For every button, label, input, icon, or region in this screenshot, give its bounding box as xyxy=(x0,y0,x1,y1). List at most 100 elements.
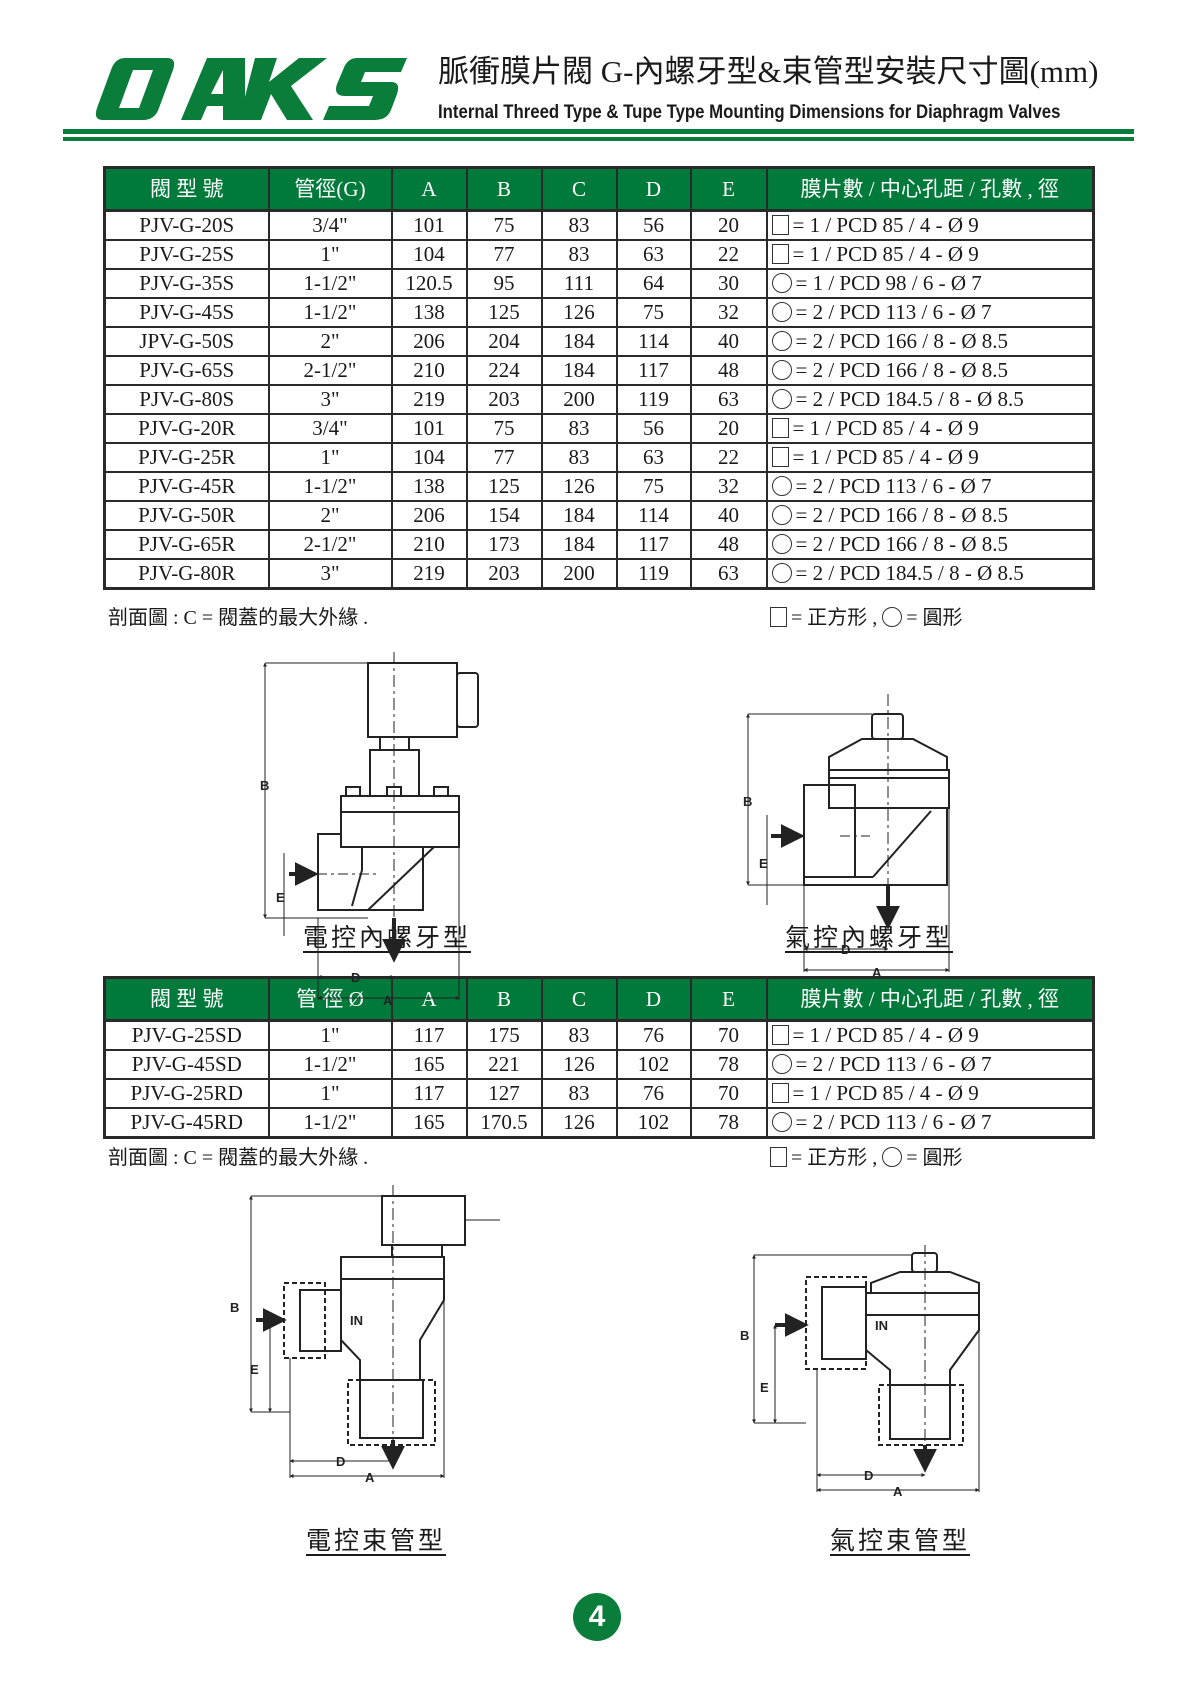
column-header-diaphragm-spec: 膜片數 / 中心孔距 / 孔數 , 徑 xyxy=(765,166,1095,212)
cell-dim-b: 224 xyxy=(465,355,543,386)
cell-pipe-size: 3" xyxy=(267,558,393,590)
column-header-dim-d: D xyxy=(615,166,692,212)
column-header-dim-b: B xyxy=(465,166,543,212)
dim-label-e: E xyxy=(276,890,285,905)
cell-dim-a: 101 xyxy=(390,413,468,444)
cell-diaphragm-spec: = 2 / PCD 113 / 6 - Ø 7 xyxy=(765,297,1095,328)
spec-text: = 2 / PCD 166 / 8 - Ø 8.5 xyxy=(795,503,1009,527)
square-icon xyxy=(771,447,789,467)
dim-label-b: B xyxy=(260,778,269,793)
cell-dim-e: 22 xyxy=(689,239,768,270)
dim-label-a: A xyxy=(872,965,882,980)
column-header-model: 閥 型 號 xyxy=(103,976,270,1022)
cell-model: JPV-G-50S xyxy=(103,326,270,357)
spec-text: = 1 / PCD 85 / 4 - Ø 9 xyxy=(792,213,979,237)
circle-icon xyxy=(771,563,792,583)
legend-circle-label: = 圓形 xyxy=(906,607,963,629)
cell-dim-b: 154 xyxy=(465,500,543,531)
dim-label-d: D xyxy=(841,942,850,957)
cell-dim-c: 126 xyxy=(540,297,618,328)
cell-pipe-size: 1-1/2" xyxy=(267,268,393,299)
square-icon xyxy=(771,1025,789,1045)
cell-dim-b: 203 xyxy=(465,384,543,415)
cell-dim-d: 117 xyxy=(615,355,692,386)
cell-dim-d: 64 xyxy=(615,268,692,299)
cell-pipe-size: 3/4" xyxy=(267,413,393,444)
cell-dim-b: 173 xyxy=(465,529,543,560)
spec-text: = 1 / PCD 85 / 4 - Ø 9 xyxy=(792,445,979,469)
section-note: 剖面圖 : C = 閥蓋的最大外緣 . xyxy=(108,1147,369,1169)
cell-dim-d: 75 xyxy=(615,297,692,328)
cell-dim-a: 120.5 xyxy=(390,268,468,299)
cell-dim-e: 63 xyxy=(689,384,768,415)
spec-text: = 2 / PCD 184.5 / 8 - Ø 8.5 xyxy=(795,561,1024,585)
column-header-diaphragm-spec: 膜片數 / 中心孔距 / 孔數 , 徑 xyxy=(765,976,1095,1022)
cell-dim-e: 63 xyxy=(689,558,768,590)
cell-pipe-size: 1-1/2" xyxy=(267,1107,393,1139)
cell-diaphragm-spec: = 1 / PCD 85 / 4 - Ø 9 xyxy=(765,442,1095,473)
cell-dim-a: 138 xyxy=(390,297,468,328)
cell-dim-d: 117 xyxy=(615,529,692,560)
cell-dim-a: 210 xyxy=(390,355,468,386)
cell-pipe-size: 2-1/2" xyxy=(267,355,393,386)
circle-icon xyxy=(882,607,903,627)
spec-text: = 2 / PCD 166 / 8 - Ø 8.5 xyxy=(795,532,1009,556)
cell-dim-d: 76 xyxy=(615,1078,692,1109)
square-icon xyxy=(771,418,789,438)
inlet-label: IN xyxy=(350,1313,363,1328)
cell-diaphragm-spec: = 1 / PCD 85 / 4 - Ø 9 xyxy=(765,209,1095,241)
cell-dim-d: 114 xyxy=(615,500,692,531)
cell-dim-b: 75 xyxy=(465,413,543,444)
cell-pipe-size: 2" xyxy=(267,500,393,531)
cell-diaphragm-spec: = 2 / PCD 184.5 / 8 - Ø 8.5 xyxy=(765,558,1095,590)
cell-dim-c: 83 xyxy=(540,1078,618,1109)
cell-diaphragm-spec: = 2 / PCD 113 / 6 - Ø 7 xyxy=(765,471,1095,502)
cell-dim-e: 20 xyxy=(689,209,768,241)
cell-diaphragm-spec: = 1 / PCD 85 / 4 - Ø 9 xyxy=(765,413,1095,444)
page-title-english: Internal Threed Type & Tupe Type Mountin… xyxy=(438,101,1061,123)
cell-pipe-size: 2-1/2" xyxy=(267,529,393,560)
spec-text: = 1 / PCD 85 / 4 - Ø 9 xyxy=(792,416,979,440)
cell-dim-b: 77 xyxy=(465,239,543,270)
cell-model: PJV-G-45R xyxy=(103,471,270,502)
cell-dim-b: 127 xyxy=(465,1078,543,1109)
cell-model: PJV-G-50R xyxy=(103,500,270,531)
spec-text: = 2 / PCD 166 / 8 - Ø 8.5 xyxy=(795,329,1009,353)
cell-dim-b: 75 xyxy=(465,209,543,241)
column-header-dim-e: E xyxy=(689,976,768,1022)
dim-label-a: A xyxy=(365,1470,375,1485)
dim-label-b: B xyxy=(743,794,752,809)
cell-pipe-size: 1" xyxy=(267,1019,393,1051)
cell-dim-c: 184 xyxy=(540,355,618,386)
cell-dim-a: 104 xyxy=(390,442,468,473)
cell-diaphragm-spec: = 1 / PCD 85 / 4 - Ø 9 xyxy=(765,239,1095,270)
cell-dim-b: 175 xyxy=(465,1019,543,1051)
spec-text: = 1 / PCD 98 / 6 - Ø 7 xyxy=(795,271,982,295)
cell-dim-a: 165 xyxy=(390,1049,468,1080)
cell-model: PJV-G-80R xyxy=(103,558,270,590)
dim-label-d: D xyxy=(336,1454,345,1469)
column-header-dim-b: B xyxy=(465,976,543,1022)
square-icon xyxy=(770,1147,787,1167)
cell-pipe-size: 1-1/2" xyxy=(267,1049,393,1080)
spec-text: = 2 / PCD 113 / 6 - Ø 7 xyxy=(795,300,992,324)
cell-dim-e: 22 xyxy=(689,442,768,473)
dim-label-e: E xyxy=(760,1380,769,1395)
cell-diaphragm-spec: = 2 / PCD 166 / 8 - Ø 8.5 xyxy=(765,529,1095,560)
spec-text: = 2 / PCD 184.5 / 8 - Ø 8.5 xyxy=(795,387,1024,411)
cell-dim-a: 206 xyxy=(390,326,468,357)
inlet-label: IN xyxy=(875,1318,888,1333)
cell-dim-e: 40 xyxy=(689,326,768,357)
